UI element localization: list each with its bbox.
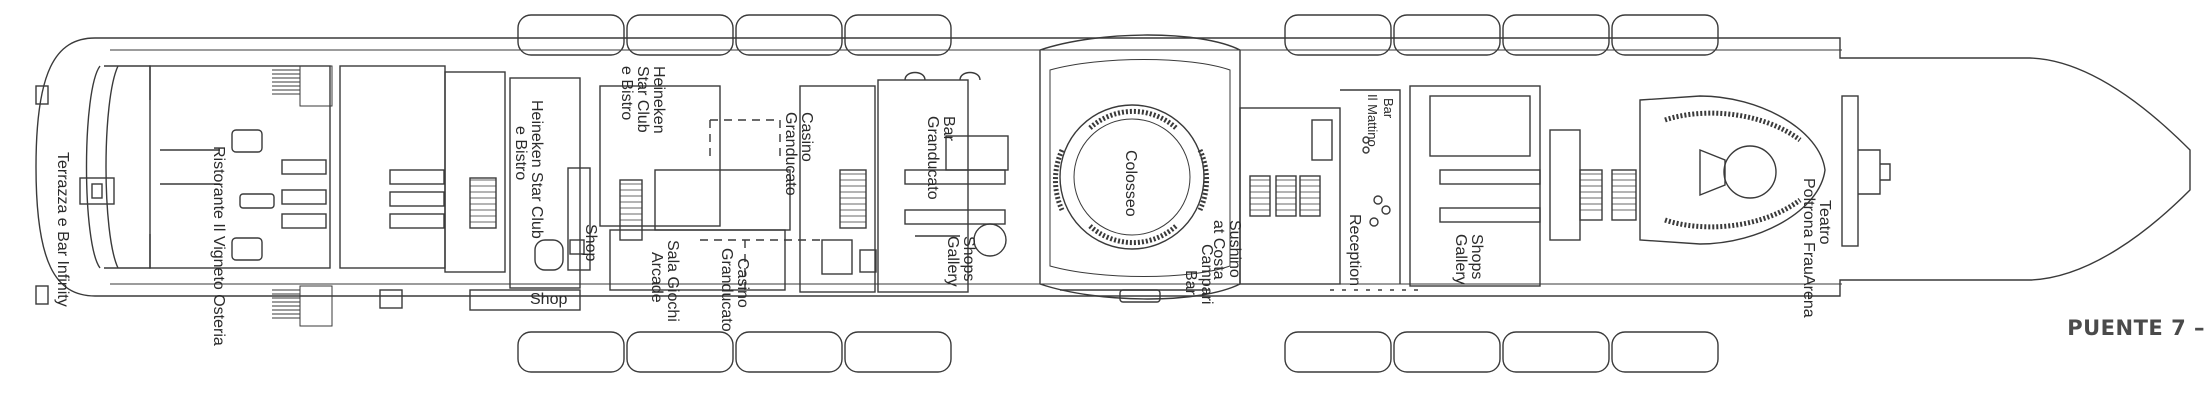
label-bar-granducato-b: Granducato — [924, 116, 941, 200]
teatro — [1639, 95, 1826, 245]
deck-label: PUENTE 7 – — [2067, 316, 2205, 340]
label-terrazza: Terrazza e Bar Infinity — [54, 152, 71, 307]
label-teatro-b: Poltrona FrauArena — [1800, 178, 1817, 318]
label-heineken-1a: Heineken Star Club — [528, 100, 545, 239]
label-heineken-2c: e Bistro — [618, 66, 635, 120]
label-colosseo: Colosseo — [1122, 150, 1139, 217]
label-teatro-a: Teatro — [1816, 200, 1833, 245]
shops-gallery-2 — [1409, 85, 1637, 287]
label-casino-top-b: Granducato — [782, 112, 799, 196]
label-heineken-2b: Star Club — [634, 66, 651, 133]
label-shop-vertical: Shop — [582, 224, 599, 261]
label-heineken-2a: Heineken — [650, 66, 667, 134]
reception-block — [1330, 89, 1420, 291]
label-shops-gallery-1b: Gallery — [944, 236, 961, 287]
label-shops-gallery-1a: Shops — [960, 236, 977, 281]
label-shops-gallery-2a: Shops — [1468, 234, 1485, 279]
venue-labels: Terrazza e Bar Infinity Ristorante Il Vi… — [54, 66, 1833, 346]
inner-hull — [110, 49, 1842, 285]
lifeboats-bottom — [517, 331, 1719, 373]
label-campari-b: Bar — [1182, 270, 1199, 296]
restaurant-block — [149, 65, 331, 269]
label-campari-a: Campari — [1198, 244, 1215, 304]
label-casino-bot-b: Granducato — [718, 248, 735, 332]
heineken-block — [444, 71, 591, 311]
aft-lobby — [339, 65, 446, 309]
label-bar-matino-a: Bar — [1381, 98, 1396, 119]
label-shops-gallery-2b: Gallery — [1452, 234, 1469, 285]
label-sushino-b: at Costa — [1210, 220, 1227, 280]
casino-block — [599, 85, 820, 291]
mid-core — [799, 85, 877, 293]
label-heineken-1b: e Bistro — [512, 126, 529, 180]
label-sala-giochi-b: Arcade — [648, 252, 665, 303]
label-bar-granducato-a: Bar — [940, 116, 957, 142]
lifeboats-top — [517, 14, 1719, 56]
label-ristorante: Ristorante Il Vigneto Osteria — [210, 146, 227, 346]
aft-stairs — [272, 65, 333, 327]
ship-hull — [35, 37, 2191, 297]
stern-terrace — [35, 65, 151, 305]
sushino-block — [1239, 107, 1341, 285]
label-casino-top-a: Casino — [798, 112, 815, 162]
label-reception: Reception — [1346, 214, 1363, 286]
shops-gallery-1 — [877, 71, 1009, 293]
label-sala-giochi-a: Sala Giochi — [664, 240, 681, 322]
bow-area — [1841, 95, 1891, 247]
label-sushino-a: Sushino — [1226, 220, 1243, 278]
label-shop: Shop — [530, 291, 567, 308]
label-bar-matino-b: Il Mattino — [1365, 94, 1380, 147]
label-casino-bot-a: Casino — [734, 258, 751, 308]
